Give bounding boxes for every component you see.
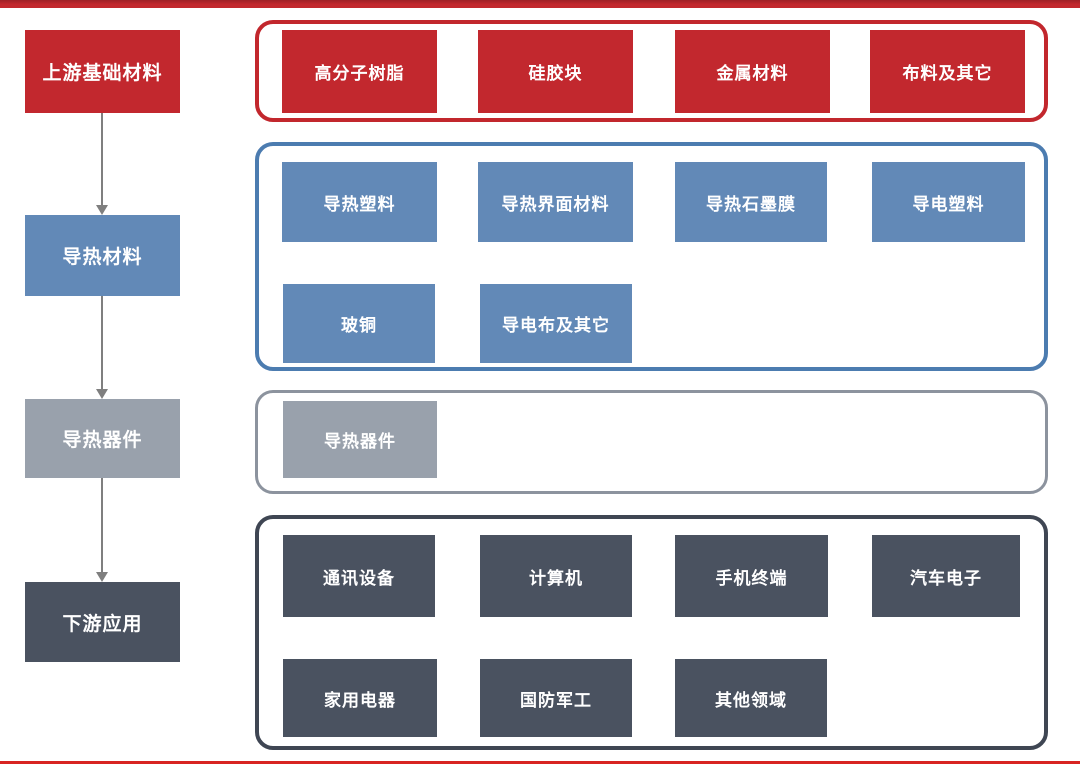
item-automotive-electronics: 汽车电子 (872, 535, 1020, 617)
item-home-appliances: 家用电器 (283, 659, 437, 737)
flow-arrow-down-icon (96, 478, 108, 582)
stage-thermal-devices: 导热器件 (25, 399, 180, 478)
item-glass-copper: 玻铜 (283, 284, 435, 363)
bottom-border-bar (0, 761, 1080, 764)
item-communication-equipment: 通讯设备 (283, 535, 435, 617)
item-polymer-resin: 高分子树脂 (282, 30, 437, 113)
group-thermal-materials: 导热塑料 导热界面材料 导热石墨膜 导电塑料 玻铜 导电布及其它 (255, 142, 1048, 371)
item-fabric-and-others: 布料及其它 (870, 30, 1025, 113)
item-mobile-terminal: 手机终端 (675, 535, 828, 617)
item-conductive-plastic: 导电塑料 (872, 162, 1025, 242)
item-conductive-cloth-and-others: 导电布及其它 (480, 284, 632, 363)
item-thermal-devices: 导热器件 (283, 401, 437, 478)
top-border-bar (0, 0, 1080, 8)
stage-thermal-materials: 导热材料 (25, 215, 180, 296)
item-defense-military: 国防军工 (480, 659, 632, 737)
item-thermal-plastic: 导热塑料 (282, 162, 437, 242)
group-thermal-devices: 导热器件 (255, 390, 1048, 494)
item-thermal-graphite-film: 导热石墨膜 (675, 162, 827, 242)
item-other-fields: 其他领域 (675, 659, 827, 737)
item-metal-materials: 金属材料 (675, 30, 830, 113)
item-computer: 计算机 (480, 535, 632, 617)
item-thermal-interface-materials: 导热界面材料 (478, 162, 633, 242)
flow-arrow-down-icon (96, 113, 108, 215)
stage-downstream-applications: 下游应用 (25, 582, 180, 662)
group-upstream-materials: 高分子树脂 硅胶块 金属材料 布料及其它 (255, 20, 1048, 122)
item-silicone-block: 硅胶块 (478, 30, 633, 113)
group-downstream-applications: 通讯设备 计算机 手机终端 汽车电子 家用电器 国防军工 其他领域 (255, 515, 1048, 750)
stage-upstream-materials: 上游基础材料 (25, 30, 180, 113)
flow-arrow-down-icon (96, 296, 108, 399)
